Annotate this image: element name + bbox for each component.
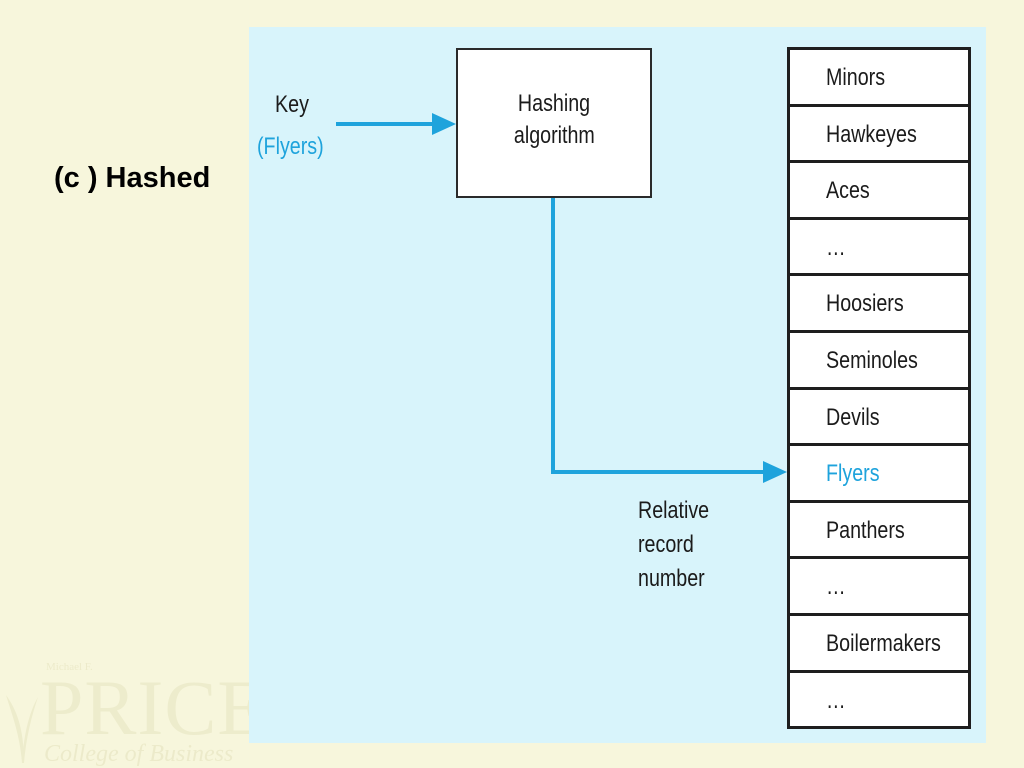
record-row: …: [790, 673, 968, 730]
record-label: Hoosiers: [826, 290, 904, 318]
slide-title: (c ) Hashed: [54, 162, 211, 194]
algorithm-to-record-arrow: [551, 198, 770, 474]
college-logo-watermark: Michael F. PRICE College of Business: [0, 655, 265, 768]
watermark-small-text: Michael F.: [46, 661, 93, 673]
record-row: …: [790, 220, 968, 277]
record-label: …: [826, 686, 846, 714]
record-row: Minors: [790, 50, 968, 107]
rrn-line3: number: [638, 565, 705, 592]
record-label: Devils: [826, 403, 880, 431]
record-row: Seminoles: [790, 333, 968, 390]
record-label: …: [826, 233, 846, 261]
record-row: …: [790, 559, 968, 616]
rrn-line2: record: [638, 531, 694, 558]
record-row: Flyers: [790, 446, 968, 503]
record-label: Flyers: [826, 460, 880, 488]
record-row: Boilermakers: [790, 616, 968, 673]
relative-record-number-label: Relative record number: [638, 494, 709, 596]
record-label: Panthers: [826, 516, 905, 544]
record-label: Aces: [826, 177, 870, 205]
watermark-college-text: College of Business: [44, 741, 234, 767]
record-label: Seminoles: [826, 346, 918, 374]
record-row: Hoosiers: [790, 276, 968, 333]
rrn-line1: Relative: [638, 497, 710, 524]
wheat-leaf-icon: [6, 695, 38, 763]
record-row: Aces: [790, 163, 968, 220]
record-row: Hawkeyes: [790, 107, 968, 164]
record-label: Minors: [826, 64, 886, 91]
record-label: …: [826, 573, 846, 601]
record-row: Devils: [790, 390, 968, 447]
watermark-price-text: PRICE: [40, 664, 267, 751]
record-arrowhead: [763, 461, 787, 483]
hashing-algorithm-box: Hashing algorithm: [456, 48, 652, 198]
key-arrowhead: [432, 113, 456, 135]
record-label: Hawkeyes: [826, 120, 917, 148]
record-row: Panthers: [790, 503, 968, 560]
key-value: (Flyers): [257, 133, 324, 160]
algorithm-label-line1: Hashing: [517, 90, 591, 117]
key-label: Key: [275, 91, 309, 118]
algorithm-label-line2: algorithm: [513, 122, 595, 149]
record-label: Boilermakers: [826, 629, 941, 657]
